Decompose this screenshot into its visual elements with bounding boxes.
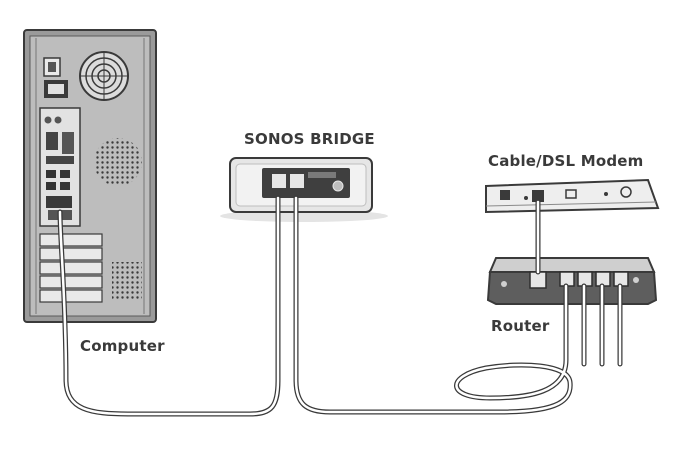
- bridge-ethernet-port-1: [272, 174, 286, 188]
- label-router: Router: [491, 317, 549, 335]
- ethernet-port: [46, 196, 72, 208]
- sonos-bridge-device: [220, 158, 388, 222]
- io-panel: [40, 108, 80, 226]
- router-device: [488, 258, 656, 304]
- label-computer: Computer: [80, 337, 165, 355]
- label-cable-dsl-modem: Cable/DSL Modem: [488, 152, 643, 170]
- lower-vent: [112, 262, 142, 300]
- label-sonos-bridge: SONOS BRIDGE: [244, 130, 375, 148]
- expansion-slots: [40, 234, 102, 302]
- vent-grille: [94, 138, 142, 186]
- bridge-ethernet-port-2: [290, 174, 304, 188]
- fan-icon: [80, 52, 128, 100]
- cable-dsl-modem-device: [486, 180, 658, 212]
- computer-tower: [24, 30, 156, 322]
